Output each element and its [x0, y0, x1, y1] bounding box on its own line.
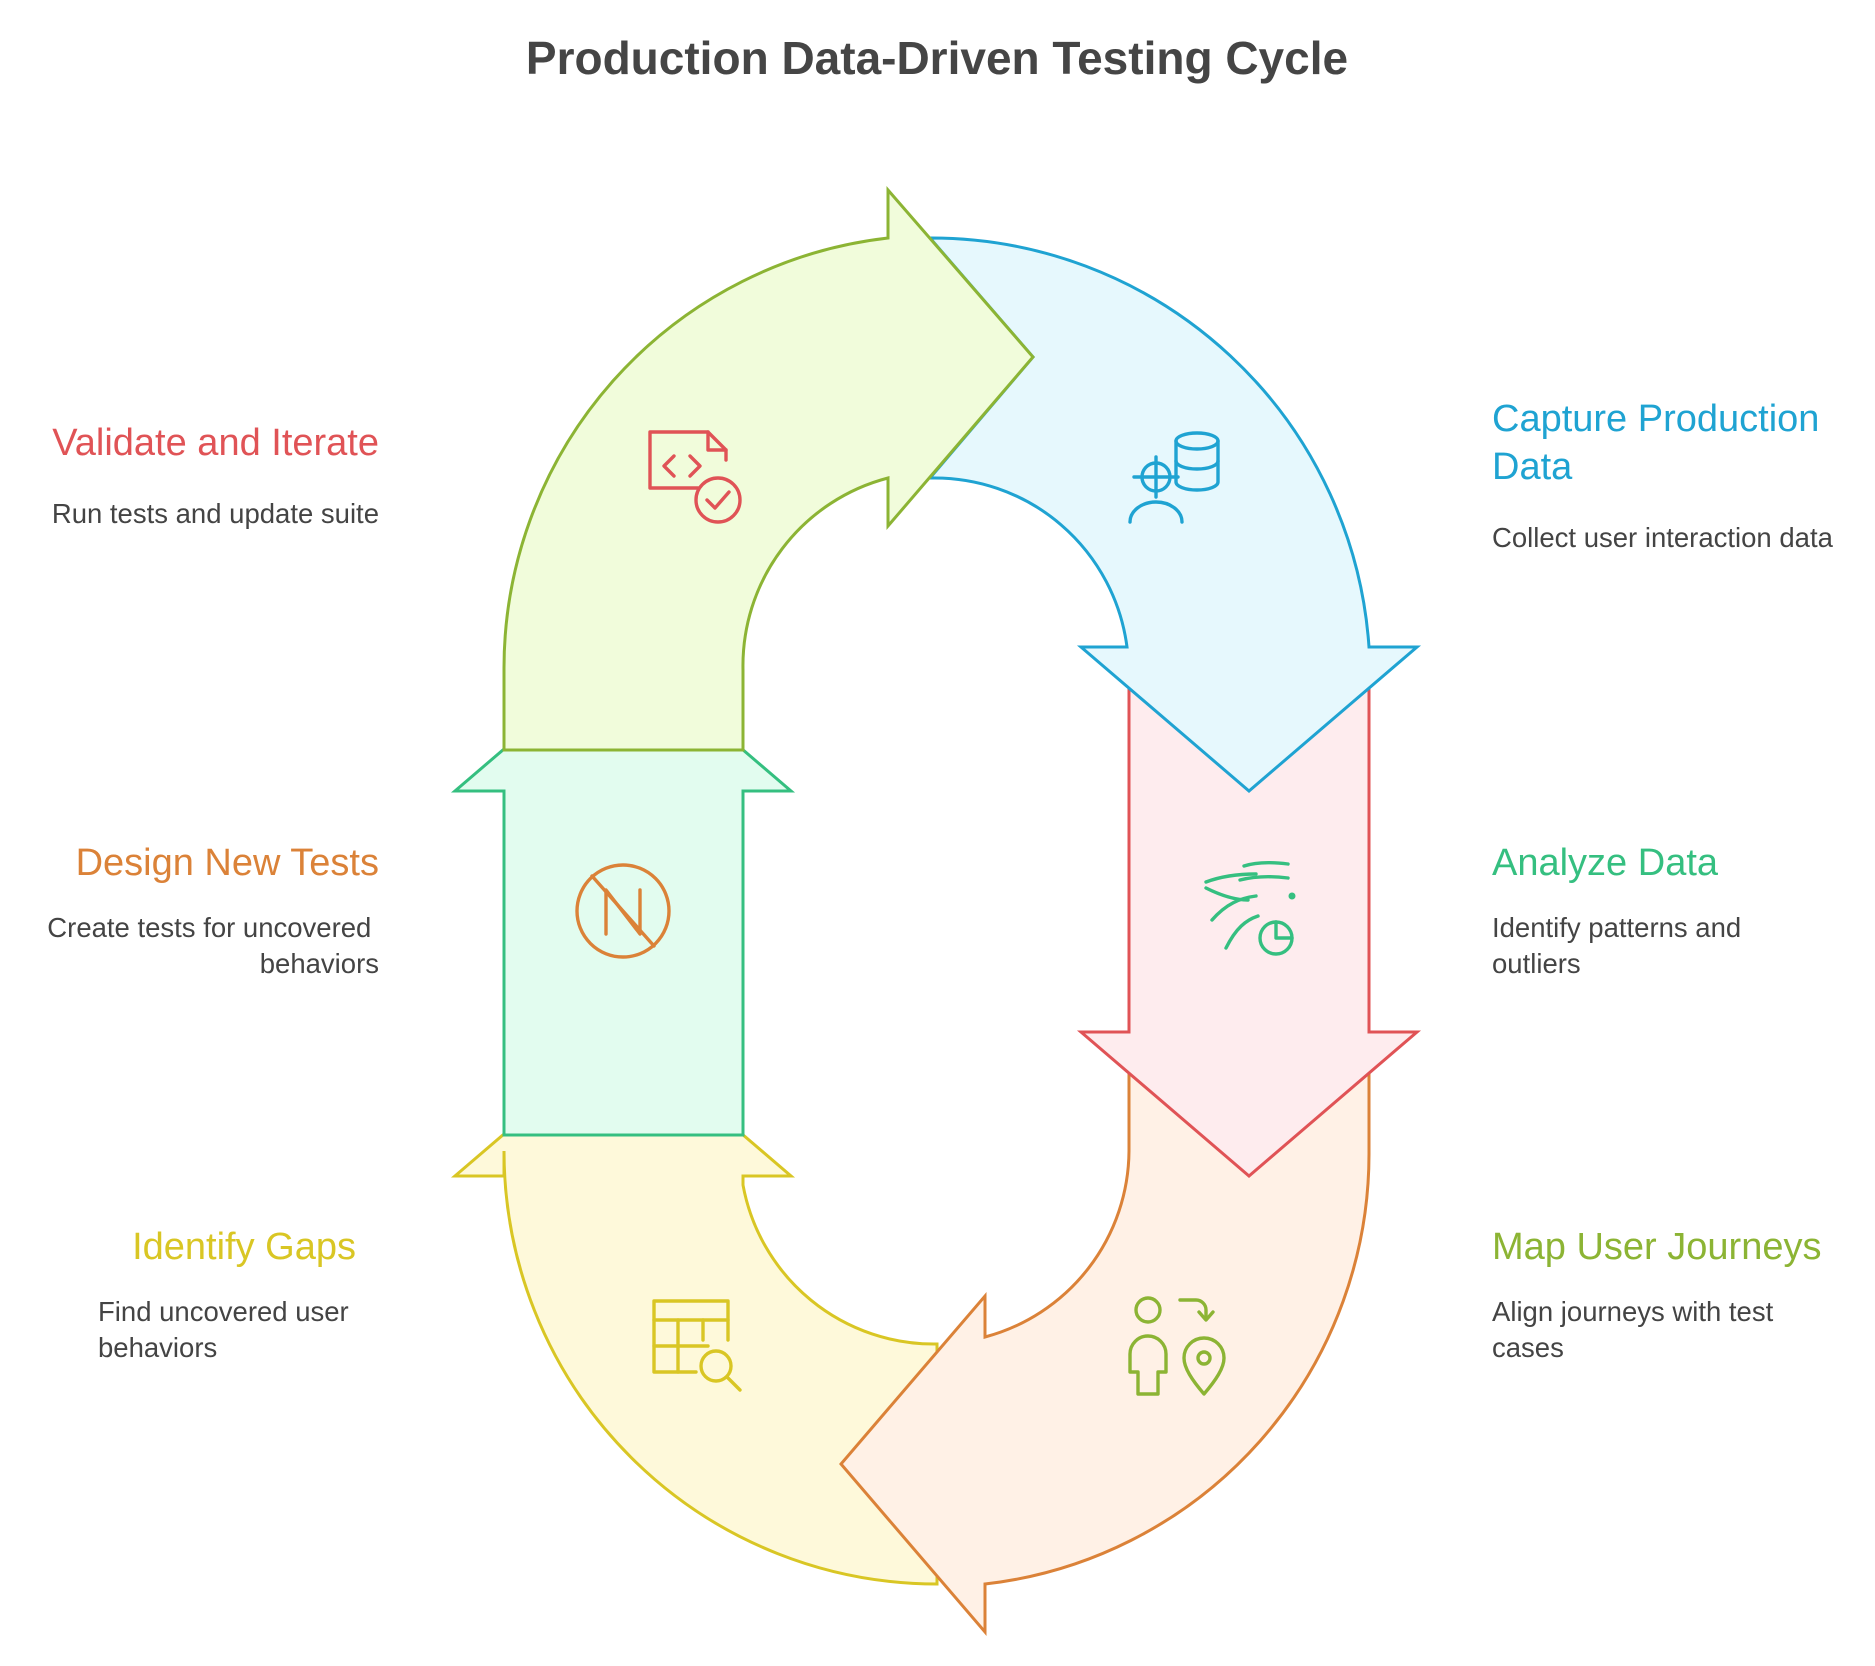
- step-title-line: Capture Production: [1492, 398, 1819, 440]
- step-analyze-data: Analyze Data Identify patterns and outli…: [1492, 842, 1749, 979]
- step-description-line: cases: [1492, 1332, 1564, 1363]
- arrow-identify-gaps: [450, 1030, 939, 1586]
- step-description-line: outliers: [1492, 948, 1581, 979]
- step-description: Collect user interaction data: [1492, 522, 1834, 553]
- no-entry-n-icon: [575, 863, 671, 959]
- step-description: Create tests for uncovered behaviors: [47, 912, 379, 979]
- step-description-line: behaviors: [98, 1332, 217, 1363]
- step-description: Find uncovered user behaviors: [98, 1296, 356, 1363]
- step-identify-gaps: Identify Gaps Find uncovered user behavi…: [98, 1226, 356, 1363]
- step-design-new-tests: Design New Tests Create tests for uncove…: [47, 842, 379, 979]
- diagram-title: Production Data-Driven Testing Cycle: [526, 32, 1348, 84]
- step-description-line: behaviors: [260, 948, 379, 979]
- step-description-line: Align journeys with test: [1492, 1296, 1774, 1327]
- step-title-line: Validate and Iterate: [52, 422, 379, 464]
- step-title: Validate and Iterate: [52, 422, 379, 464]
- step-description: Run tests and update suite: [52, 498, 379, 529]
- step-validate-and-iterate: Validate and Iterate Run tests and updat…: [52, 422, 379, 529]
- arrow-map-user-journeys: [839, 1070, 1371, 1637]
- code-file-check-icon: [648, 430, 742, 524]
- step-description-line: Run tests and update suite: [52, 498, 379, 529]
- step-description-line: Create tests for uncovered: [47, 912, 371, 943]
- step-description: Align journeys with test cases: [1492, 1296, 1781, 1363]
- step-title: Map User Journeys: [1492, 1226, 1821, 1268]
- table-search-icon: [652, 1299, 742, 1392]
- arrow-capture-production-data: [926, 236, 1422, 793]
- pattern-chart-icon: [1204, 860, 1296, 956]
- step-description-line: Collect user interaction data: [1492, 522, 1834, 553]
- step-title: Identify Gaps: [132, 1226, 356, 1268]
- step-map-user-journeys: Map User Journeys Align journeys with te…: [1492, 1226, 1821, 1363]
- step-title-line: Design New Tests: [76, 842, 379, 884]
- step-title: Analyze Data: [1492, 842, 1719, 884]
- step-capture-production-data: Capture Production Data Collect user int…: [1492, 398, 1834, 553]
- step-description: Identify patterns and outliers: [1492, 912, 1749, 979]
- step-title: Design New Tests: [76, 842, 379, 884]
- person-location-icon: [1128, 1296, 1226, 1396]
- user-database-icon: [1128, 431, 1220, 524]
- step-description-line: Find uncovered user: [98, 1296, 349, 1327]
- step-title-line: Map User Journeys: [1492, 1226, 1821, 1268]
- step-description-line: Identify patterns and: [1492, 912, 1741, 943]
- step-title-line: Identify Gaps: [132, 1226, 356, 1268]
- step-title-line: Data: [1492, 446, 1573, 488]
- step-title-line: Analyze Data: [1492, 842, 1719, 884]
- arrow-analyze-data: [1076, 688, 1422, 1178]
- step-title: Capture Production Data: [1492, 398, 1830, 488]
- step-labels: Capture Production Data Collect user int…: [47, 398, 1833, 1363]
- arrow-validate-and-iterate: [502, 185, 1035, 752]
